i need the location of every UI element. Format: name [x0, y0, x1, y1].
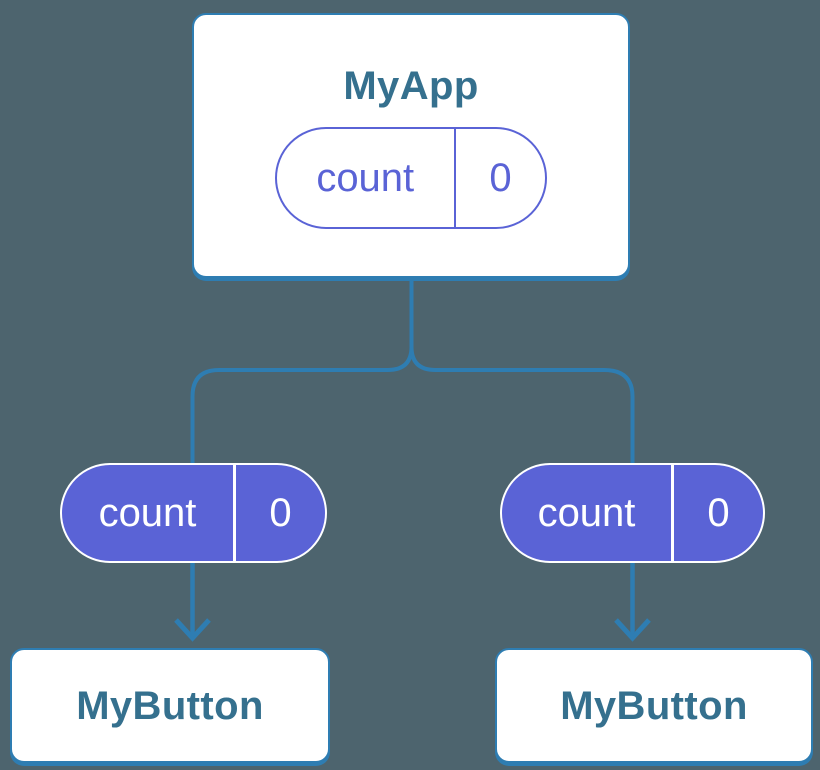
prop-value-label: 0 — [707, 490, 730, 535]
mybutton-box-right: MyButton — [495, 648, 813, 763]
myapp-state-pill: count 0 — [275, 127, 547, 229]
pill-divider — [453, 129, 456, 227]
mybutton-title: MyButton — [560, 683, 748, 728]
myapp-box: MyApp count 0 — [192, 13, 630, 278]
prop-value-label: 0 — [269, 490, 292, 535]
prop-pill-right: count 0 — [500, 463, 765, 563]
branch-left-line — [190, 277, 414, 465]
state-name-label: count — [316, 155, 415, 200]
pill-divider — [671, 465, 674, 561]
prop-name-label: count — [537, 490, 636, 535]
branch-right-line — [409, 277, 635, 465]
myapp-title: MyApp — [343, 64, 479, 108]
prop-pill-left: count 0 — [60, 463, 327, 563]
state-value-label: 0 — [489, 155, 512, 200]
mybutton-title: MyButton — [76, 683, 264, 728]
arrow-down-icon — [174, 618, 211, 642]
arrow-down-icon — [614, 618, 651, 642]
prop-name-label: count — [98, 490, 197, 535]
mybutton-box-left: MyButton — [10, 648, 330, 763]
pill-divider — [233, 465, 236, 561]
